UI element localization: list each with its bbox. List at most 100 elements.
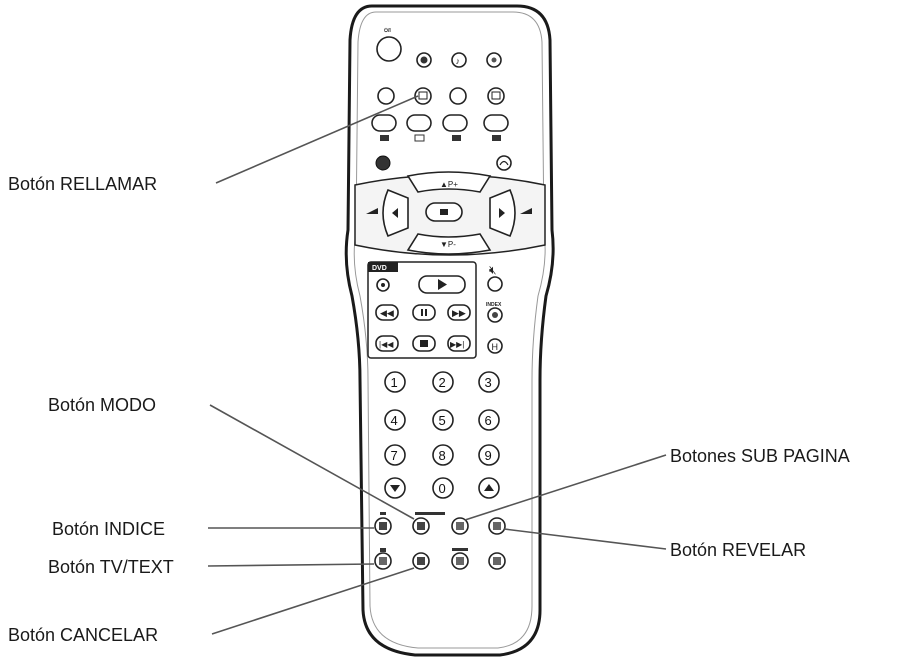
teletext-icon-3 <box>452 135 461 141</box>
leader-tvtext <box>207 563 375 567</box>
leader-revelar <box>503 528 667 550</box>
digit-1-label: 1 <box>391 375 398 390</box>
digit-5-button[interactable] <box>432 409 454 431</box>
red-button[interactable] <box>371 114 397 132</box>
index-label: INDEX <box>486 302 502 308</box>
sound-button[interactable] <box>451 52 467 68</box>
picture-button[interactable] <box>487 87 505 105</box>
mute-button[interactable] <box>487 276 503 292</box>
p-plus-label: ▲P+ <box>440 180 458 189</box>
blue-button[interactable] <box>483 114 509 132</box>
label-revelar: Botón REVELAR <box>670 540 806 560</box>
input-button[interactable] <box>377 87 395 105</box>
digit-8-button[interactable] <box>432 444 454 466</box>
callout-lines <box>207 95 667 635</box>
digit-3-label: 3 <box>485 375 492 390</box>
dvd-power-dot <box>381 283 385 287</box>
mode-icon <box>417 522 425 530</box>
digit-2-label: 2 <box>439 375 446 390</box>
return-icon <box>499 160 509 166</box>
leader-subpagina <box>464 454 667 521</box>
digit-4-button[interactable] <box>384 409 406 431</box>
cancel-icon <box>417 557 425 565</box>
right-arrow-icon <box>499 208 505 218</box>
recall-icon <box>418 91 428 100</box>
label-rellamar: Botón RELLAMAR <box>8 174 157 194</box>
green-button[interactable] <box>406 114 432 132</box>
dvd-badge <box>368 262 398 272</box>
size-icon <box>493 557 501 565</box>
subpage-icon <box>456 522 464 530</box>
volume-down-icon <box>366 208 378 214</box>
dvd-prev-button[interactable] <box>375 335 399 352</box>
digit-3-button[interactable] <box>478 371 500 393</box>
volume-up-icon <box>520 208 532 214</box>
hold-icon: H <box>492 342 499 352</box>
label-tvtext: Botón TV/TEXT <box>48 557 174 577</box>
digit-9-label: 9 <box>485 448 492 463</box>
channel-down-icon <box>390 485 400 492</box>
remote-inner-outline <box>353 11 546 649</box>
contrast-icon <box>420 56 428 64</box>
stop-icon <box>420 340 428 347</box>
label-indice: Botón INDICE <box>52 519 165 539</box>
leader-cancelar <box>211 567 415 635</box>
label-subpagina: Botones SUB PAGINA <box>670 446 850 466</box>
menu-button[interactable] <box>375 155 391 171</box>
p-minus-label: ▼P- <box>440 240 456 249</box>
play-icon <box>438 279 447 290</box>
music-note-icon: ♪ <box>456 56 461 66</box>
nav-down-button[interactable] <box>406 233 492 255</box>
digit-8-label: 8 <box>439 448 446 463</box>
nav-up-button[interactable] <box>406 171 492 193</box>
hold-button[interactable] <box>487 338 503 354</box>
dvd-next-button[interactable] <box>447 335 471 352</box>
digit-0-label: 0 <box>439 481 446 496</box>
numeric-keypad: 1 2 3 4 5 6 7 8 9 0 <box>384 371 500 499</box>
digit-9-button[interactable] <box>478 444 500 466</box>
next-chapter-icon: ▶▶| <box>450 340 464 349</box>
label-modo: Botón MODO <box>48 395 156 415</box>
dvd-forward-button[interactable] <box>447 304 471 321</box>
label-cancelar: Botón CANCELAR <box>8 625 158 645</box>
teletext-label-strip-3 <box>380 548 386 552</box>
callout-labels: Botón RELLAMAR Botón MODO Botón INDICE B… <box>8 174 850 645</box>
return-button[interactable] <box>496 155 512 171</box>
pause-icon-right <box>425 309 427 316</box>
left-arrow-icon <box>392 208 398 218</box>
digit-6-button[interactable] <box>478 409 500 431</box>
dvd-panel <box>367 261 477 359</box>
power-button[interactable] <box>376 36 402 62</box>
sleep-button[interactable] <box>449 87 467 105</box>
digit-2-button[interactable] <box>432 371 454 393</box>
teletext-label-strip-4 <box>452 548 468 551</box>
dvd-rewind-button[interactable] <box>375 304 399 321</box>
digit-4-label: 4 <box>391 413 398 428</box>
power-icon: ⏻/I <box>384 28 391 34</box>
rewind-icon: ◀◀ <box>380 308 394 318</box>
digit-0-button[interactable] <box>432 477 454 499</box>
digit-7-button[interactable] <box>384 444 406 466</box>
index-top-dot <box>492 312 498 318</box>
digit-1-button[interactable] <box>384 371 406 393</box>
digit-6-label: 6 <box>485 413 492 428</box>
leader-modo <box>209 404 415 520</box>
surround-icon <box>491 57 497 63</box>
remote-control: ⏻/I ♪ ▲P+ ▼P- <box>344 4 555 657</box>
digit-7-label: 7 <box>391 448 398 463</box>
teletext-label-strip-1 <box>380 512 386 515</box>
hold-text-icon <box>456 557 464 565</box>
teletext-icon-4 <box>492 135 501 141</box>
picture-icon <box>491 91 501 100</box>
index-icon <box>379 522 387 530</box>
tvtext-icon <box>379 557 387 565</box>
channel-up-icon <box>484 484 494 491</box>
teletext-icon-1 <box>380 135 389 141</box>
yellow-button[interactable] <box>442 114 468 132</box>
forward-icon: ▶▶ <box>452 308 466 318</box>
dvd-pause-button[interactable] <box>412 304 436 321</box>
prev-chapter-icon: |◀◀ <box>379 340 394 349</box>
leader-rellamar <box>215 95 419 184</box>
ok-icon <box>440 209 448 215</box>
